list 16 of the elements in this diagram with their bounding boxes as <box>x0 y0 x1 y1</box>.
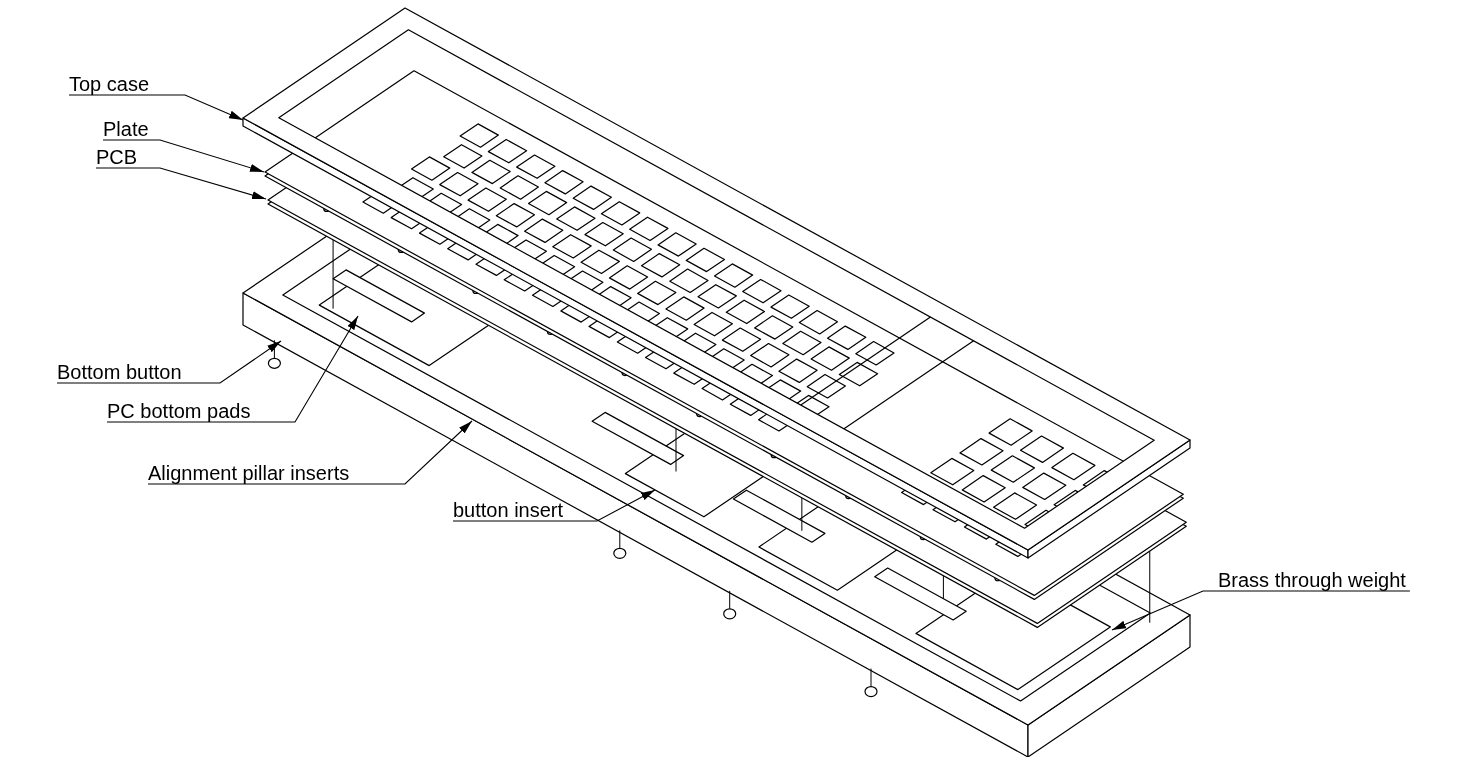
part-label: button insert <box>453 499 564 521</box>
leader-line <box>95 167 267 200</box>
leader-line <box>106 315 359 423</box>
part-label: Plate <box>103 118 149 140</box>
leader-line <box>147 420 473 485</box>
leader-line <box>102 139 265 173</box>
leader-line <box>68 94 244 121</box>
leader-line <box>56 340 282 384</box>
part-label: Brass through weight <box>1218 569 1406 591</box>
part-label: PCB <box>96 146 138 168</box>
part-label: PC bottom pads <box>107 400 251 422</box>
part-label: Alignment pillar inserts <box>148 462 350 484</box>
leader-line <box>1111 590 1411 631</box>
part-label: Top case <box>69 73 150 95</box>
part-label: Bottom button <box>57 361 182 383</box>
leader-line <box>452 489 656 522</box>
